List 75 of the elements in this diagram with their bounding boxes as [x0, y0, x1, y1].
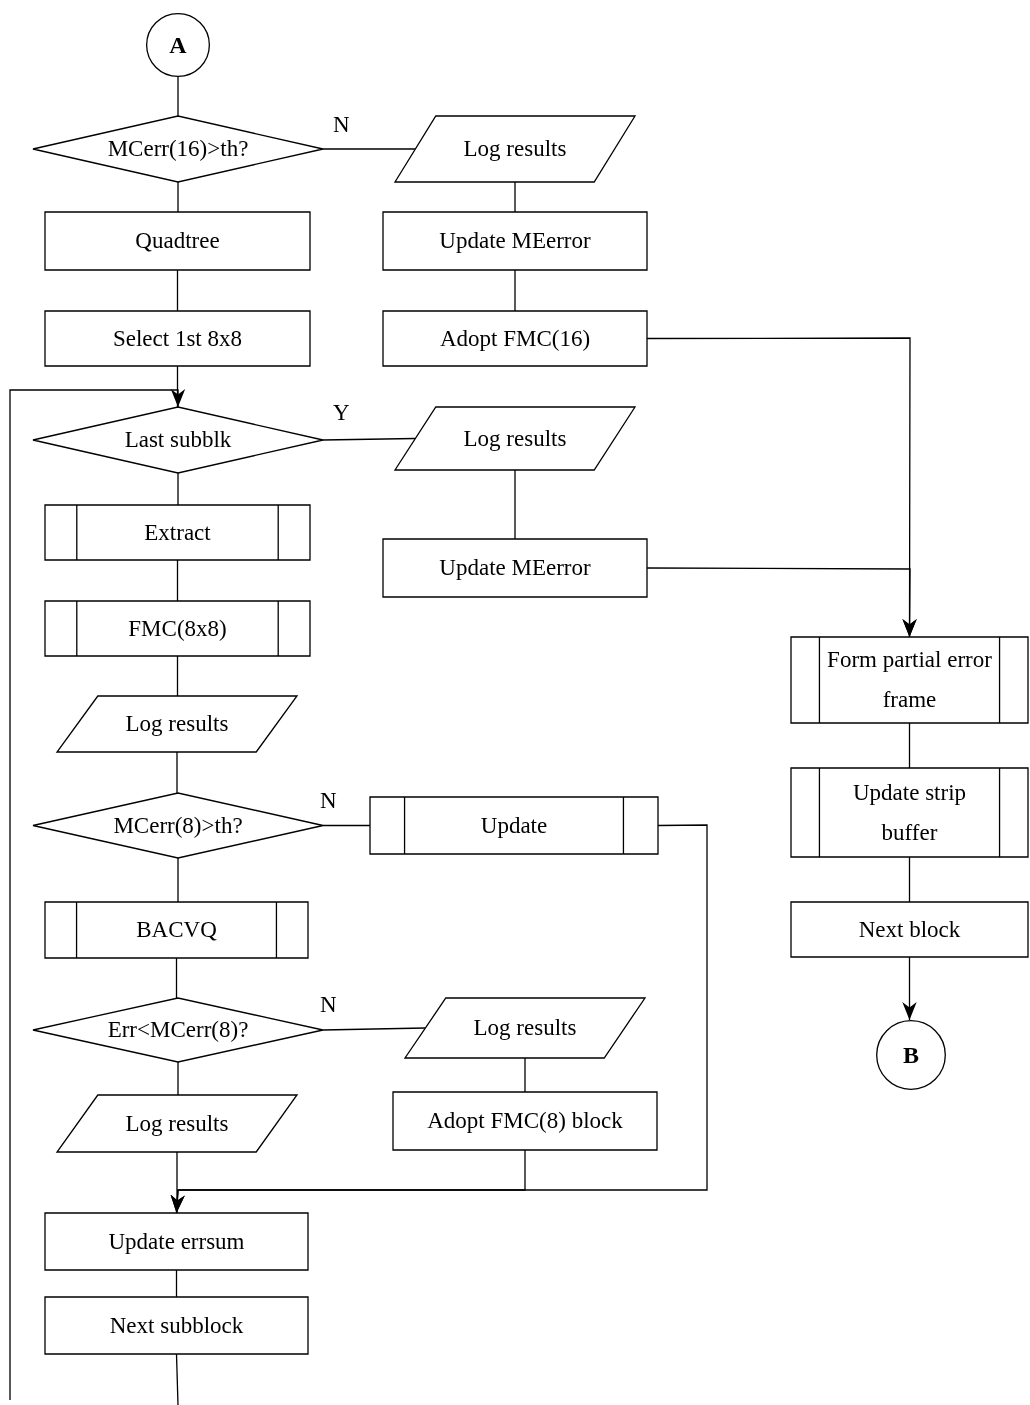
node-label: Adopt FMC(16): [438, 324, 592, 353]
connector-line: [322, 824, 371, 827]
node-label: Err<MCerr(8)?: [106, 1016, 250, 1044]
connector-line: [176, 269, 179, 312]
connector-line: [176, 655, 179, 697]
connector-line: [514, 269, 516, 312]
process-box: [383, 311, 647, 366]
connector-line: [175, 1269, 178, 1298]
connector-line: [175, 957, 178, 999]
node-label: Log results: [124, 1109, 230, 1138]
connector-line: [177, 1061, 179, 1096]
node-label: MCerr(8)>th?: [112, 811, 244, 840]
node-label: Update MEerror: [438, 227, 592, 255]
connector-line: [176, 751, 178, 794]
node-label: Form partial error frame: [826, 646, 993, 714]
connector-line: [175, 1353, 179, 1405]
node-label: A: [168, 31, 188, 60]
node-label: Log results: [124, 710, 230, 738]
node-label: Update strip buffer: [851, 778, 968, 847]
node-label: Log results: [462, 135, 568, 163]
connector-line: [177, 472, 179, 506]
data-parallelogram: [405, 998, 645, 1058]
node-label: Adopt FMC(8) block: [426, 1107, 624, 1135]
connector-line: [176, 559, 179, 602]
arrow: [9, 389, 186, 1401]
connector-line: [514, 181, 516, 213]
connector-line: [524, 1057, 526, 1093]
connector-line: [322, 1027, 426, 1031]
subprocess-box: [45, 902, 308, 958]
data-parallelogram: [57, 1095, 297, 1152]
arrow: [902, 956, 917, 1021]
process-box: [45, 311, 310, 366]
process-box: [45, 212, 310, 270]
connector-line: [322, 148, 416, 150]
subprocess-box: [45, 601, 310, 656]
node-label: Update MEerror: [438, 554, 592, 582]
connector-line: [514, 469, 516, 540]
node-label: Update errsum: [107, 1227, 246, 1256]
subprocess-box: [45, 505, 310, 560]
node-label: Update: [479, 811, 549, 840]
node-label: MCerr(16)>th?: [106, 135, 250, 163]
connector-line: [177, 181, 179, 213]
process-box: [383, 539, 647, 597]
node-label: BACVQ: [135, 916, 218, 944]
subprocess-box: [791, 768, 1028, 857]
node-label: Next subblock: [108, 1311, 245, 1340]
connector-circle: [146, 13, 210, 77]
node-label: B: [902, 1041, 920, 1070]
data-parallelogram: [395, 116, 635, 182]
decision-diamond: [33, 407, 323, 473]
node-label: Log results: [472, 1014, 578, 1042]
process-box: [791, 902, 1028, 957]
node-label: Select 1st 8x8: [111, 324, 243, 353]
subprocess-box: [791, 637, 1028, 723]
data-parallelogram: [57, 696, 297, 752]
connector-line: [322, 437, 416, 441]
node-label: Last subblk: [123, 426, 233, 454]
data-parallelogram: [395, 407, 635, 470]
connector-line: [177, 76, 179, 117]
process-box: [45, 1297, 308, 1354]
node-label: Quadtree: [134, 227, 221, 255]
subprocess-box: [370, 797, 658, 854]
node-label: Next block: [857, 915, 962, 944]
connector-line: [908, 856, 911, 903]
process-box: [45, 1213, 308, 1270]
node-label: Log results: [462, 424, 568, 453]
node-label: FMC(8x8): [127, 614, 228, 643]
connector-line: [176, 1151, 178, 1214]
node-label: Extract: [143, 518, 212, 547]
process-box: [383, 212, 647, 270]
process-box: [393, 1092, 657, 1150]
connector-line: [908, 722, 911, 769]
decision-diamond: [33, 116, 323, 182]
connector-line: [177, 857, 179, 903]
connector-circle: [876, 1020, 946, 1090]
